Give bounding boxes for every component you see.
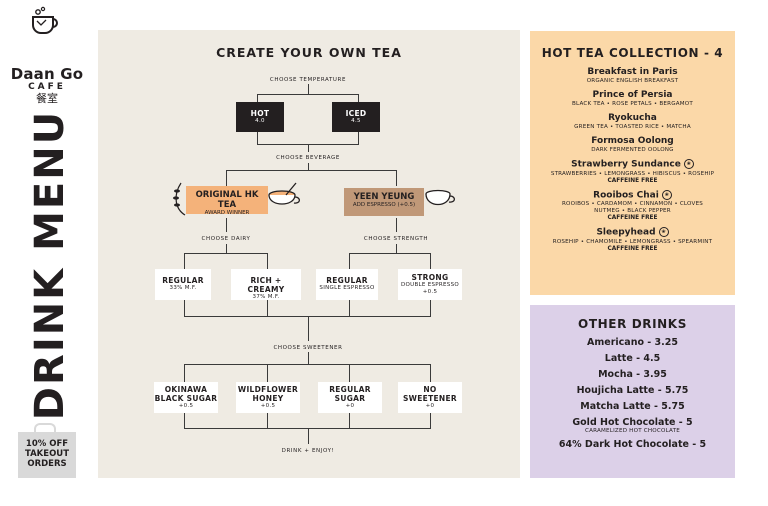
other-drink-item: Americano - 3.25: [530, 337, 735, 348]
hot-tea-desc: ROOIBOS • CARDAMOM • CINNAMON • CLOVES: [561, 201, 704, 207]
brand-cjk: 餐室: [36, 92, 58, 105]
cafe-logo-icon: [28, 6, 68, 36]
other-drink-item: Houjicha Latte - 5.75: [530, 385, 735, 396]
other-drinks-title: OTHER DRINKS: [578, 317, 687, 331]
original-hk-tea-option: ORIGINAL HK TEA AWARD WINNER: [186, 186, 268, 216]
label-drink-enjoy: DRINK + ENJOY!: [281, 448, 335, 454]
panel-title: CREATE YOUR OWN TEA: [216, 45, 402, 60]
hot-tea-desc: ORGANIC ENGLISH BREAKFAST: [586, 78, 679, 84]
hot-tea-desc2: NUTMEG • BLACK PEPPER: [594, 208, 671, 214]
label-choose-temperature: CHOOSE TEMPERATURE: [269, 77, 347, 83]
hot-tea-item: Strawberry Sundance❀STRAWBERRIES • LEMON…: [530, 159, 735, 185]
hot-tea-name: Strawberry Sundance❀: [530, 159, 735, 171]
hot-tea-name: Breakfast in Paris: [587, 67, 678, 77]
menu-title: DRINK MENU: [27, 109, 73, 421]
hot-tea-name: Formosa Oolong: [591, 136, 674, 146]
tea-cup-icon: [266, 181, 302, 215]
caffeine-free-note: CAFFEINE FREE: [607, 177, 658, 184]
other-drink-item: 64% Dark Hot Chocolate - 5: [530, 439, 735, 450]
brand-name: Daan Go: [10, 65, 84, 83]
other-drink-name: Matcha Latte - 5.75: [580, 401, 685, 412]
coffee-cup-icon: [424, 186, 458, 216]
other-drink-sub: CARAMELIZED HOT CHOCOLATE: [584, 428, 680, 434]
label-choose-sweetener: CHOOSE SWEETENER: [273, 345, 343, 351]
other-drink-name: Gold Hot Chocolate - 5: [572, 417, 693, 428]
other-drink-name: Latte - 4.5: [604, 353, 661, 364]
hot-tea-desc: STRAWBERRIES • LEMONGRASS • HIBISCUS • R…: [550, 170, 715, 177]
hot-tea-title: HOT TEA COLLECTION - 4: [541, 46, 724, 60]
brand-block: Daan Go CAFE 餐室: [8, 28, 86, 105]
label-choose-beverage: CHOOSE BEVERAGE: [276, 155, 340, 161]
hot-tea-item: Rooibos Chai❀ROOIBOS • CARDAMOM • CINNAM…: [530, 189, 735, 223]
hot-tea-name: Ryokucha: [608, 113, 657, 123]
caffeine-free-note: CAFFEINE FREE: [607, 215, 658, 221]
hot-tea-name: Prince of Persia: [592, 90, 673, 100]
other-drink-name: Houjicha Latte - 5.75: [576, 385, 689, 396]
leaf-icon: ❀: [661, 189, 672, 200]
other-drink-item: Mocha - 3.95: [530, 369, 735, 380]
label-choose-strength: CHOOSE STRENGTH: [363, 236, 429, 242]
hot-tea-panel: HOT TEA COLLECTION - 4 Breakfast in Pari…: [530, 31, 735, 295]
caffeine-free-note: CAFFEINE FREE: [607, 245, 658, 252]
hot-tea-desc: DARK FERMENTED OOLONG: [591, 147, 674, 153]
leaf-icon: ❀: [683, 159, 694, 169]
hot-tea-name: Rooibos Chai❀: [530, 189, 735, 202]
leaf-icon: ❀: [658, 227, 669, 237]
other-drink-item: Matcha Latte - 5.75: [530, 401, 735, 412]
other-drink-name: 64% Dark Hot Chocolate - 5: [558, 439, 707, 450]
hot-tea-desc: BLACK TEA • ROSE PETALS • BERGAMOT: [571, 101, 694, 107]
label-choose-dairy: CHOOSE DAIRY: [201, 236, 251, 242]
bag-handle: [34, 423, 56, 435]
hot-tea-desc: GREEN TEA • TOASTED RICE • MATCHA: [574, 124, 691, 130]
other-drink-item: Latte - 4.5: [530, 353, 735, 364]
yeen-yeung-option: YEEN YEUNG ADD ESPRESSO (+0.5): [344, 188, 424, 216]
hot-tea-desc: ROSEHIP • CHAMOMILE • LEMONGRASS • SPEAR…: [552, 238, 713, 245]
brand-sub: CAFE: [28, 82, 66, 92]
other-drink-name: Americano - 3.25: [587, 337, 678, 348]
hot-tea-item: Sleepyhead❀ROSEHIP • CHAMOMILE • LEMONGR…: [530, 227, 735, 253]
hot-tea-name: Sleepyhead❀: [530, 227, 735, 239]
other-drink-name: Mocha - 3.95: [598, 369, 667, 380]
laurel-left-icon: [171, 181, 189, 217]
